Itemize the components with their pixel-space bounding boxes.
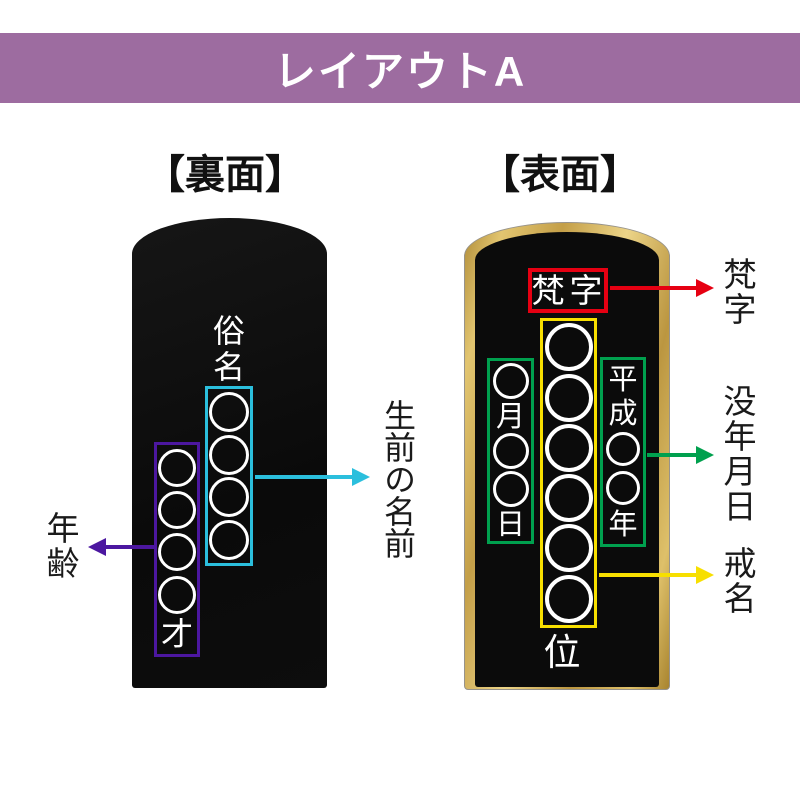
death-date-arrow-line	[647, 453, 698, 457]
placeholder-circle	[492, 432, 529, 469]
bonji-box: 梵字	[528, 268, 608, 313]
placeholder-circle	[209, 391, 249, 432]
name-field-box	[205, 386, 253, 566]
bonji-annotation: 梵字	[719, 257, 756, 327]
placeholder-circle	[544, 474, 593, 523]
placeholder-circle	[544, 574, 593, 623]
placeholder-circle	[606, 471, 640, 506]
placeholder-circle	[544, 323, 593, 372]
placeholder-circle	[492, 363, 529, 400]
kaimyo-annotation: 戒名	[719, 546, 756, 616]
kaimyo-arrow-line	[599, 573, 698, 577]
placeholder-circle	[492, 471, 529, 508]
age-field-box: 才	[154, 442, 200, 657]
rank-char: 位	[543, 631, 581, 674]
placeholder-circle	[158, 491, 196, 530]
header-bar: レイアウトA	[0, 33, 800, 103]
bonji-arrow-line	[610, 286, 698, 290]
placeholder-circle	[209, 477, 249, 518]
bonji-arrow-head-icon	[696, 279, 714, 297]
tablet-char: 日	[495, 506, 525, 541]
death-year-field-box: 平成年	[600, 357, 646, 547]
placeholder-circle	[544, 524, 593, 573]
death-date-annotation: 没年月日	[719, 384, 756, 524]
name-annotation: 生前の名前	[380, 399, 416, 559]
death-date-arrow-head-icon	[696, 446, 714, 464]
tablet-char: 月	[495, 398, 525, 433]
age-annotation: 年齢	[42, 511, 79, 581]
age-arrow-head-icon	[88, 538, 106, 556]
placeholder-circle	[158, 449, 196, 488]
bonji-box-text: 梵字	[531, 271, 608, 310]
back-panel-heading: 【裏面】	[145, 153, 305, 197]
kaimyo-arrow-head-icon	[696, 566, 714, 584]
placeholder-circle	[158, 575, 196, 614]
placeholder-circle	[544, 423, 593, 472]
placeholder-circle	[209, 434, 249, 475]
name-arrow-head-icon	[352, 468, 370, 486]
tablet-char: 平	[608, 361, 638, 396]
death-day-field-box: 月日	[487, 358, 534, 544]
front-panel-heading: 【表面】	[480, 153, 640, 197]
tablet-char: 年	[608, 507, 638, 542]
page-title: レイアウトA	[273, 47, 527, 95]
kaimyo-field-box	[540, 318, 597, 628]
age-arrow-line	[106, 545, 156, 549]
placeholder-circle	[606, 432, 640, 467]
tablet-char: 才	[160, 614, 193, 653]
zokumyo-label: 俗名	[208, 314, 246, 386]
placeholder-circle	[209, 520, 249, 561]
placeholder-circle	[158, 533, 196, 572]
placeholder-circle	[544, 373, 593, 422]
name-arrow-line	[255, 475, 354, 479]
tablet-char: 成	[608, 395, 638, 430]
